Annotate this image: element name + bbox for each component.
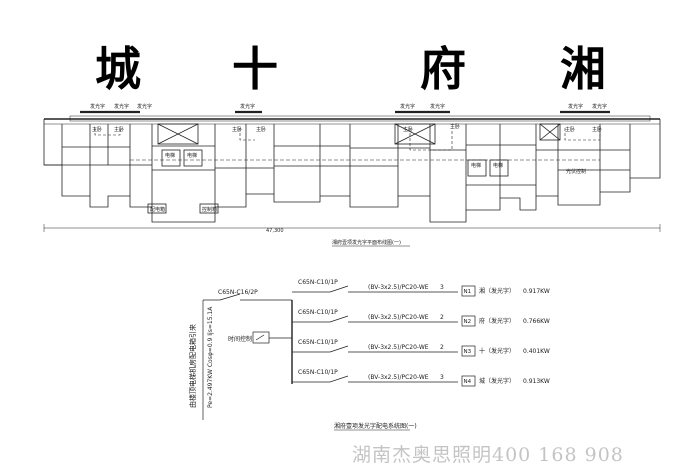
circuit-load-label: 湘（发光字） xyxy=(479,287,515,295)
circuit-phase-label: 3 xyxy=(440,374,444,381)
shaft-label: 电梯 xyxy=(471,162,481,169)
circuit-power-label: 0.917KW xyxy=(523,288,550,295)
shaft-label: 电梯 xyxy=(187,152,197,159)
circuit-breaker-label: C65N-C10/1P xyxy=(298,339,338,346)
room-label: 主卧 xyxy=(114,126,124,133)
circuit-row: C65N-C10/1P (BV-3x2.5)/PC20-WE 3N1 湘（发光字） 0.… xyxy=(292,279,550,297)
room-label: 主卧 xyxy=(92,126,102,133)
equipment-label: 发光字 xyxy=(592,103,607,110)
wiring-diagram-title: 湘府壹项发光字配电系统图(一) xyxy=(334,422,417,430)
circuit-phase-label: 3 xyxy=(440,284,444,291)
room-label: 主卧 xyxy=(565,126,575,133)
circuit-cable-label: (BV-3x2.5)/PC20-WE xyxy=(368,374,429,381)
circuit-cable-label: (BV-3x2.5)/PC20-WE xyxy=(368,314,429,321)
equipment-label: 发光字 xyxy=(400,103,415,110)
circuit-row: C65N-C10/1P (BV-3x2.5)/PC20-WE 3N4 城（发光字） 0.… xyxy=(292,369,550,387)
floor-plan xyxy=(43,110,661,232)
floor-plan-title: 湘府壹项发光字平面布线图(一) xyxy=(332,239,401,246)
side-label: 光伏控制 xyxy=(566,168,586,175)
company-watermark: 湖南杰奥思照明400 168 908 xyxy=(352,444,624,466)
room-label: 主卧 xyxy=(592,126,602,133)
circuit-cable-label: (BV-3x2.5)/PC20-WE xyxy=(368,284,429,291)
circuit-phase-label: 2 xyxy=(440,344,444,351)
sign-character-shi: 十 xyxy=(232,42,278,96)
circuit-breaker-label: C65N-C10/1P xyxy=(298,369,338,376)
equipment-label: 发光字 xyxy=(137,103,152,110)
circuit-id-box xyxy=(461,345,476,357)
circuit-load-label: 十（发光字） xyxy=(479,347,515,355)
shaft-label: 电梯 xyxy=(493,162,503,169)
circuit-load-label: 府（发光字） xyxy=(479,317,515,325)
wiring-diagram xyxy=(202,293,293,420)
box-label: 控制箱 xyxy=(202,206,217,213)
room-label: 主卧 xyxy=(450,123,460,130)
wiring-labels: C65N-C16/2P 时间控制 由楼顶电梯机房配电箱引来 Pe=2.497KW… xyxy=(188,289,417,430)
circuit-load-label: 城（发光字） xyxy=(479,377,515,385)
equipment-label: 发光字 xyxy=(240,103,255,110)
supply-spec-label: Pe=2.497KW Cosφ=0.9 Ijs=15.1A xyxy=(207,306,214,408)
breaker-switch-symbol xyxy=(329,375,349,383)
circuit-row: C65N-C10/1P (BV-3x2.5)/PC20-WE 2N3 十（发光字） 0.… xyxy=(292,339,550,357)
circuit-breaker-label: C65N-C10/1P xyxy=(298,309,338,316)
shaft-label: 电梯 xyxy=(165,152,175,159)
timer-label: 时间控制 xyxy=(228,335,252,343)
sign-character-fu: 府 xyxy=(420,42,466,96)
circuit-breaker-label: C65N-C10/1P xyxy=(298,279,338,286)
equipment-label: 发光字 xyxy=(90,103,105,110)
room-label: 主卧 xyxy=(256,126,266,133)
circuit-cable-label: (BV-3x2.5)/PC20-WE xyxy=(368,344,429,351)
main-breaker-label: C65N-C16/2P xyxy=(218,289,258,296)
circuit-id-label: N1 xyxy=(464,289,472,295)
floor-plan-labels: 发光字 发光字 发光字 发光字 发光字 发光字 发光字 发光字 主卧 主卧 主卧… xyxy=(90,103,607,246)
circuit-id-box xyxy=(461,285,476,297)
sign-character-cheng: 城 xyxy=(95,42,141,96)
supply-source-label: 由楼顶电梯机房配电箱引来 xyxy=(188,324,197,408)
circuit-id-label: N4 xyxy=(464,379,472,385)
circuit-id-label: N2 xyxy=(464,319,472,325)
equipment-label: 发光字 xyxy=(114,103,129,110)
equipment-label: 发光字 xyxy=(568,103,583,110)
circuit-id-label: N3 xyxy=(464,349,472,355)
dimension-label: 47,300 xyxy=(266,228,284,234)
circuit-power-label: 0.401KW xyxy=(523,348,550,355)
breaker-switch-symbol xyxy=(329,285,349,293)
breaker-switch-symbol xyxy=(329,345,349,353)
circuit-id-box xyxy=(461,315,476,327)
circuit-id-box xyxy=(461,375,476,387)
breaker-switch-symbol xyxy=(329,315,349,323)
sign-character-xiang: 湘 xyxy=(560,42,606,96)
room-label: 主卧 xyxy=(403,126,413,133)
circuit-row: C65N-C10/1P (BV-3x2.5)/PC20-WE 2N2 府（发光字） 0.… xyxy=(292,309,550,327)
room-label: 主卧 xyxy=(232,126,242,133)
circuit-power-label: 0.766KW xyxy=(523,318,550,325)
equipment-label: 发光字 xyxy=(430,103,445,110)
circuit-phase-label: 2 xyxy=(440,314,444,321)
circuit-power-label: 0.913KW xyxy=(523,378,550,385)
box-label: 配电箱 xyxy=(150,206,165,213)
